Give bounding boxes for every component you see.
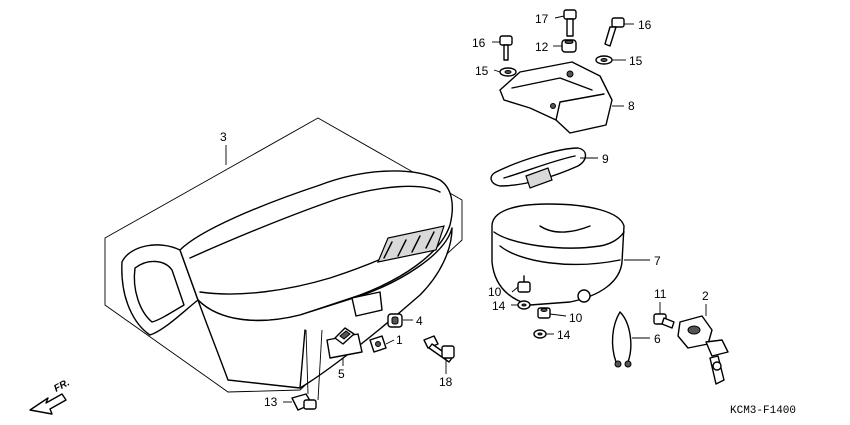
direction-label: FR. xyxy=(52,377,71,394)
callout-17: 17 xyxy=(535,12,549,26)
leader-lines xyxy=(225,15,707,403)
part-8-cover xyxy=(499,61,613,134)
seat xyxy=(121,170,453,389)
part-12-collar xyxy=(561,39,577,53)
callout-15-left: 15 xyxy=(475,64,489,78)
part-1-nut xyxy=(369,335,387,353)
diagram-code: KCM3-F1400 xyxy=(730,405,796,417)
callout-11: 11 xyxy=(654,287,667,301)
callout-15-right: 15 xyxy=(629,54,643,68)
part-10-fastener-lower xyxy=(537,307,551,319)
part-15-washer-left xyxy=(499,67,517,77)
part-16-bolt-right xyxy=(604,17,625,47)
callout-10-lower: 10 xyxy=(569,311,583,325)
callout-16-left: 16 xyxy=(472,36,486,50)
callout-7: 7 xyxy=(654,254,661,268)
part-17-bolt xyxy=(563,9,577,37)
part-13-bolt xyxy=(291,329,323,411)
part-11-bolt xyxy=(653,313,675,329)
callout-10-upper: 10 xyxy=(488,285,502,299)
part-2-lock-and-keys xyxy=(677,315,729,385)
part-6-cable xyxy=(611,311,632,368)
part-14-fastener-upper xyxy=(517,300,531,310)
callout-4: 4 xyxy=(416,314,423,328)
part-9-strap xyxy=(490,147,587,189)
part-5-clip xyxy=(326,327,363,359)
front-direction-arrow xyxy=(29,393,67,415)
callout-6: 6 xyxy=(654,332,661,346)
callout-1: 1 xyxy=(396,333,403,347)
part-4-grommet xyxy=(387,313,403,328)
callout-2: 2 xyxy=(702,289,709,303)
part-16-bolt-left xyxy=(499,35,513,61)
callout-5: 5 xyxy=(338,367,345,381)
seat-logo xyxy=(377,225,445,263)
callout-13: 13 xyxy=(264,395,278,409)
part-15-washer-right xyxy=(595,55,613,65)
callout-9: 9 xyxy=(602,152,609,166)
callout-16-right: 16 xyxy=(638,18,652,32)
callout-18: 18 xyxy=(439,375,453,389)
part-18-bolt xyxy=(423,335,455,363)
callout-14-lower: 14 xyxy=(557,328,571,342)
callout-3: 3 xyxy=(220,130,227,144)
callout-12: 12 xyxy=(535,40,549,54)
callout-14-upper: 14 xyxy=(492,299,506,313)
part-7-storage-bag xyxy=(491,203,625,306)
part-14-fastener-lower xyxy=(533,329,547,339)
callout-8: 8 xyxy=(628,99,635,113)
